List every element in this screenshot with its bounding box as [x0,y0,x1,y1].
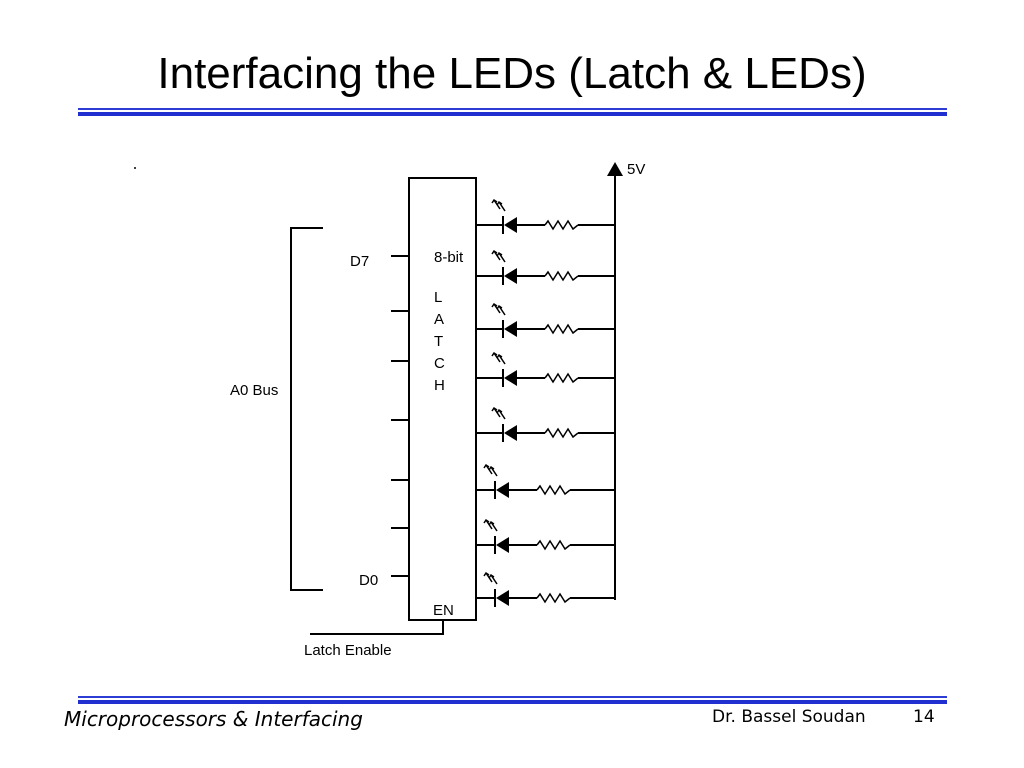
led-diode [504,425,517,441]
msb-label: D7 [350,253,369,270]
led-diode [504,268,517,284]
resistor [544,270,579,282]
led-branch [476,463,615,499]
bus-bracket [290,227,323,591]
resistor [536,592,571,604]
stray-dot [134,167,136,169]
led-branch [476,351,615,387]
data-input-pins [391,255,409,577]
led-diode [504,321,517,337]
led-branches [476,198,615,607]
resistor [536,484,571,496]
supply-label: 5V [627,161,645,178]
led-diode [496,537,509,553]
enable-wire [310,620,444,635]
title-underline [78,108,947,116]
led-branch [476,518,615,554]
resistor [544,219,579,231]
resistor [536,539,571,551]
latch-letter: H [434,377,445,394]
led-branch [476,571,615,607]
led-branch [476,406,615,442]
latch-letter: L [434,289,442,306]
latch-letter: T [434,333,443,350]
bus-label: A0 Bus [230,382,278,399]
latch-letter: C [434,355,445,372]
led-diode [496,590,509,606]
lsb-label: D0 [359,572,378,589]
led-diode [504,217,517,233]
resistor [544,372,579,384]
footer-course: Microprocessors & Interfacing [64,707,363,731]
led-diode [504,370,517,386]
footer-author: Dr. Bassel Soudan [712,707,866,727]
resistor [544,427,579,439]
enable-signal-label: Latch Enable [304,642,392,659]
latch-block [408,177,477,621]
resistor [544,323,579,335]
led-branch [476,198,615,234]
latch-width-label: 8-bit [434,249,464,266]
slide-title: Interfacing the LEDs (Latch & LEDs) [157,49,867,98]
supply-arrow [607,162,623,176]
led-diode [496,482,509,498]
led-branch [476,302,615,338]
led-branch [476,249,615,285]
footer-page-number: 14 [913,707,935,727]
footer-rule [78,696,947,704]
latch-letter: A [434,311,444,328]
enable-pin-label: EN [433,602,454,619]
